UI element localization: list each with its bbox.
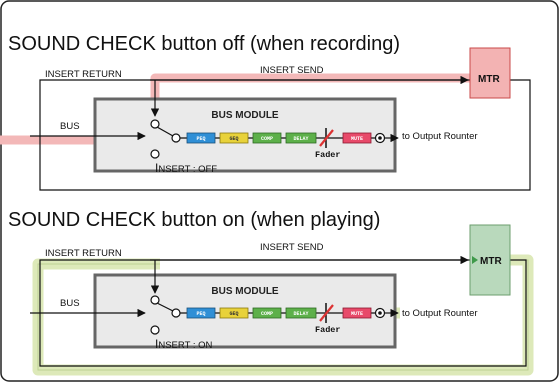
mtr-play-icon [472,256,478,264]
insert-send-label-1: INSERT SEND [260,65,324,76]
block-geq-2: GEQ [219,307,249,319]
fader-1: Fader [315,128,341,160]
bus-label-2: BUS [60,298,80,309]
svg-text:DELAY: DELAY [293,136,308,142]
mtr-label-1: MTR [478,74,500,85]
block-mute-2: MUTE [342,307,372,319]
panel-sound-check-off: SOUND CHECK button off (when recording) … [0,33,531,191]
output-label-1: to Output Rounter [402,131,478,142]
signal-loop-2 [39,259,527,367]
mtr-box-1 [469,47,511,99]
switch-contact-bottom-1 [150,149,160,159]
panel-2-title: SOUND CHECK button on (when playing) [8,209,380,231]
block-delay-2: DELAY [285,307,317,319]
block-peq-1: PEQ [186,132,216,144]
panel-1-title: SOUND CHECK button off (when recording) [8,33,400,55]
svg-text:COMP: COMP [261,136,273,142]
insert-return-label-1: INSERT RETURN [45,69,122,80]
output-label-2: to Output Rounter [402,308,478,319]
switch-pivot-2 [171,308,181,318]
svg-text:GEQ: GEQ [229,136,238,142]
switch-pivot-1 [171,133,181,143]
block-mute-1: MUTE [342,132,372,144]
block-comp-2: COMP [252,307,282,319]
signal-loop-1 [39,79,531,191]
svg-text:PEQ: PEQ [196,136,205,142]
insert-send-label-2: INSERT SEND [260,242,324,253]
panel-sound-check-on: SOUND CHECK button on (when playing) BUS… [8,209,534,376]
output-node-2 [374,307,386,319]
insert-state-label-1: INSERT : OFF [155,161,217,175]
svg-text:DELAY: DELAY [293,311,308,317]
block-comp-1: COMP [252,132,282,144]
svg-text:Fader: Fader [315,325,341,335]
switch-contact-bottom-2 [150,325,160,335]
mtr-label-2: MTR [480,256,502,267]
svg-text:MUTE: MUTE [351,311,363,317]
switch-arm-2 [156,302,174,312]
block-geq-1: GEQ [219,132,249,144]
svg-text:GEQ: GEQ [229,311,238,317]
switch-arm-1 [156,126,174,137]
bus-module-title-1: BUS MODULE [211,110,279,121]
svg-text:PEQ: PEQ [196,311,205,317]
switch-contact-top-2 [150,295,160,305]
fader-2: Fader [315,303,341,335]
bus-module-title-2: BUS MODULE [211,286,279,297]
bus-label-1: BUS [60,121,80,132]
insert-state-label-2: INSERT : ON [155,337,213,351]
switch-contact-top-1 [150,119,160,129]
block-delay-1: DELAY [285,132,317,144]
svg-text:MUTE: MUTE [351,136,363,142]
block-peq-2: PEQ [186,307,216,319]
insert-return-label-2: INSERT RETURN [45,248,122,259]
svg-text:Fader: Fader [315,150,341,160]
svg-text:COMP: COMP [261,311,273,317]
output-node-1 [374,132,386,144]
